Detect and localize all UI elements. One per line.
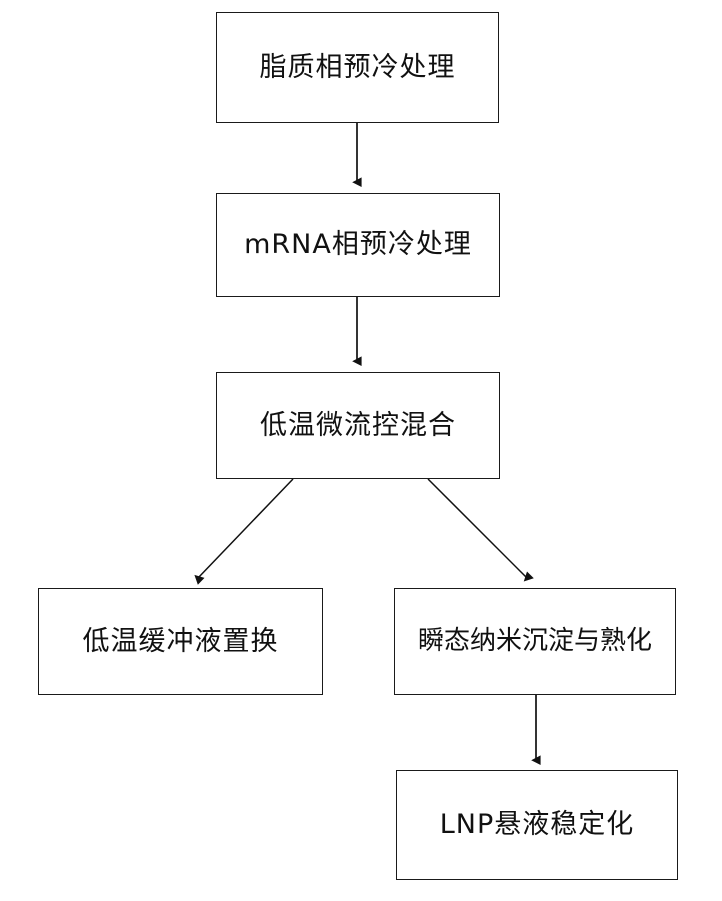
node-label: mRNA相预冷处理 (244, 229, 472, 261)
node-label: 脂质相预冷处理 (259, 51, 456, 83)
edge-mixing-to-buffer (194, 478, 294, 585)
node-cryogenic-microfluidic-mixing[interactable]: 低温微流控混合 (216, 372, 500, 479)
node-mrna-phase-precooling[interactable]: mRNA相预冷处理 (216, 193, 500, 297)
node-label: LNP悬液稳定化 (439, 809, 635, 841)
edge-mixing-to-nano (427, 478, 534, 582)
node-lnp-suspension-stabilization[interactable]: LNP悬液稳定化 (396, 770, 678, 880)
node-cryogenic-buffer-exchange[interactable]: 低温缓冲液置换 (38, 588, 323, 695)
node-label: 瞬态纳米沉淀与熟化 (417, 626, 652, 657)
node-label: 低温缓冲液置换 (82, 625, 279, 657)
node-transient-nanoprecipitation-ripening[interactable]: 瞬态纳米沉淀与熟化 (394, 588, 676, 695)
node-label: 低温微流控混合 (260, 409, 456, 441)
node-lipid-phase-precooling[interactable]: 脂质相预冷处理 (216, 12, 499, 123)
